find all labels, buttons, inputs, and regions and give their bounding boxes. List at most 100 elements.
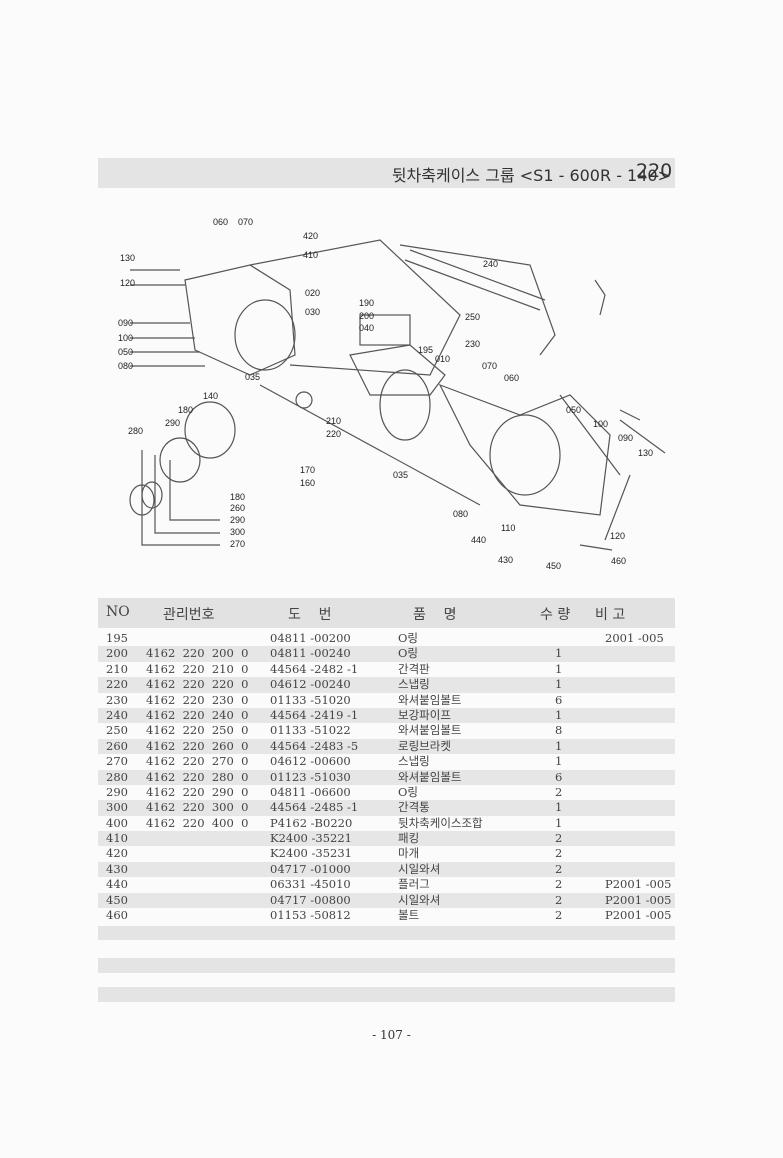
cell-drawing: K2400 -35221 [270, 831, 352, 846]
cell-no: 460 [106, 908, 128, 923]
cell-no: 260 [106, 738, 128, 753]
cell-name: O링 [398, 646, 419, 661]
part-label: 130 [638, 448, 653, 458]
cell-mgmt: 4162 220 210 0 [146, 661, 249, 676]
part-label: 020 [305, 288, 320, 298]
cell-no: 200 [106, 646, 128, 661]
cell-drawing: 06331 -45010 [270, 877, 351, 892]
cell-name: 플러그 [398, 877, 430, 892]
cell-drawing: 04612 -00240 [270, 677, 351, 692]
cell-drawing: 44564 -2483 -5 [270, 738, 359, 753]
table-row: 195 04811 -00200 O링 2001 -005 [98, 631, 675, 646]
part-label: 130 [120, 253, 135, 263]
diagram-drawing [129, 239, 666, 551]
cell-qty: 1 [555, 754, 563, 769]
part-label: 260 [230, 503, 245, 513]
cell-qty: 2 [555, 877, 563, 892]
cell-mgmt: 4162 220 230 0 [146, 692, 249, 707]
header-part-name: 품 명 [413, 607, 457, 623]
cell-name: 시일와셔 [398, 892, 441, 907]
part-label: 050 [566, 405, 581, 415]
cell-qty: 1 [555, 707, 563, 722]
cell-qty: 2 [555, 831, 563, 846]
cell-mgmt: 4162 220 240 0 [146, 707, 249, 722]
cell-qty: 1 [555, 815, 563, 830]
cell-drawing: 01133 -51022 [270, 723, 351, 738]
cell-drawing: K2400 -35231 [270, 846, 352, 861]
cell-no: 230 [106, 692, 128, 707]
part-label: 200 [359, 311, 374, 321]
cell-name: 시일와셔 [398, 861, 441, 876]
empty-row-band [98, 926, 675, 940]
cell-name: 보강파이프 [398, 707, 451, 722]
part-label: 035 [393, 470, 408, 480]
cell-qty: 2 [555, 861, 563, 876]
cell-mgmt: 4162 220 250 0 [146, 723, 249, 738]
table-row: 240 4162 220 240 0 44564 -2419 -1 보강파이프 1 [98, 707, 675, 724]
cell-mgmt: 4162 220 300 0 [146, 800, 249, 815]
cell-drawing: 04612 -00600 [270, 754, 351, 769]
cell-drawing: 44564 -2419 -1 [270, 707, 359, 722]
cell-mgmt: 4162 220 280 0 [146, 769, 249, 784]
cell-qty: 1 [555, 661, 563, 676]
header-drawing-number: 도 번 [288, 607, 332, 623]
part-label: 300 [230, 527, 245, 537]
part-label: 040 [359, 323, 374, 333]
cell-drawing: 04717 -01000 [270, 861, 351, 876]
part-label: 450 [546, 561, 561, 571]
part-label: 190 [359, 298, 374, 308]
cell-drawing: 04811 -00240 [270, 646, 351, 661]
cell-name: 스냅링 [398, 677, 430, 692]
cell-remark: P2001 -005 [605, 908, 672, 923]
part-label: 080 [118, 361, 133, 371]
cell-name: 마개 [398, 846, 420, 861]
part-label: 035 [245, 372, 260, 382]
part-label: 100 [118, 333, 133, 343]
cell-drawing: 04811 -06600 [270, 784, 351, 799]
cell-mgmt: 4162 220 270 0 [146, 754, 249, 769]
part-label: 060 [504, 373, 519, 383]
cell-drawing: 44564 -2485 -1 [270, 800, 359, 815]
cell-mgmt: 4162 220 290 0 [146, 784, 249, 799]
part-label: 170 [300, 465, 315, 475]
cell-drawing: 04811 -00200 [270, 631, 351, 645]
part-label: 120 [610, 531, 625, 541]
empty-row-band [98, 958, 675, 973]
cell-no: 210 [106, 661, 128, 676]
cell-name: O링 [398, 784, 419, 799]
cell-qty: 2 [555, 784, 563, 799]
part-label: 270 [230, 539, 245, 549]
part-label: 440 [471, 535, 486, 545]
header-remark: 비 고 [595, 607, 626, 623]
cell-qty: 6 [555, 769, 563, 784]
cell-no: 195 [106, 631, 128, 645]
part-label: 210 [326, 416, 341, 426]
cell-no: 240 [106, 707, 128, 722]
part-label: 460 [611, 556, 626, 566]
part-label: 100 [593, 419, 608, 429]
cell-name: 뒷차축케이스조합 [398, 815, 483, 830]
cell-name: 볼트 [398, 908, 420, 923]
part-label: 110 [501, 523, 515, 533]
part-label: 060 [213, 217, 228, 227]
part-label: 410 [303, 250, 318, 260]
cell-mgmt: 4162 220 200 0 [146, 646, 249, 661]
header-quantity: 수 량 [540, 607, 571, 623]
cell-remark: 2001 -005 [605, 631, 664, 645]
part-label: 250 [465, 312, 480, 322]
part-label: 430 [498, 555, 513, 565]
part-label: 290 [230, 515, 245, 525]
exploded-parts-diagram: 060 070 420 410 130 120 090 100 050 080 … [118, 217, 666, 571]
cell-mgmt: 4162 220 220 0 [146, 677, 249, 692]
cell-name: O링 [398, 631, 419, 645]
part-label: 070 [482, 361, 497, 371]
